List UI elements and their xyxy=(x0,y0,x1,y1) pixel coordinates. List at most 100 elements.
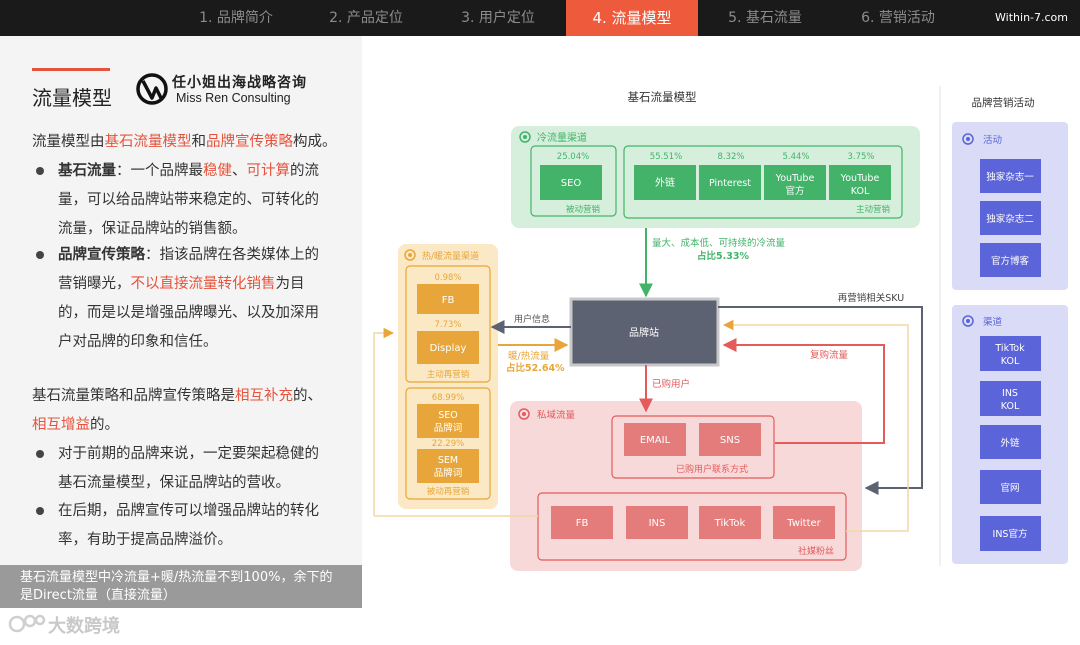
watermark-logo-icon xyxy=(8,614,46,633)
bullet-dot xyxy=(36,450,44,458)
warm-active-group xyxy=(405,265,491,383)
site-link[interactable]: Within-7.com xyxy=(995,11,1068,24)
channel-item xyxy=(980,381,1041,416)
contact-group xyxy=(611,415,775,479)
cold-node-label-2b: 官方 xyxy=(785,185,804,197)
contact-label: 已购用户联系方式 xyxy=(676,463,748,475)
private-radio-icon xyxy=(518,408,530,420)
channel-item-1a: INS xyxy=(1002,388,1018,399)
activity-item-label-2: 官方博客 xyxy=(991,255,1030,267)
seo-pct: 25.04% xyxy=(557,152,589,162)
brand-site-label: 品牌站 xyxy=(629,326,659,339)
channel-item xyxy=(980,516,1041,551)
activity-group-label: 活动 xyxy=(983,134,1002,146)
channel-item-2: 外链 xyxy=(1000,437,1020,449)
channel-item-0b: KOL xyxy=(1001,356,1020,367)
purchased-label: 已购用户 xyxy=(652,378,690,390)
sem-brand-pct: 22.29% xyxy=(432,439,464,449)
cold-pct-0: 55.51% xyxy=(650,152,682,162)
cold-radio-dot-icon xyxy=(523,135,527,139)
warm-passive-label: 被动再营销 xyxy=(427,486,470,497)
cold-pct-3: 3.75% xyxy=(847,152,874,162)
social-fb-node xyxy=(551,506,613,539)
channel-radio-icon xyxy=(962,315,974,327)
activity-item xyxy=(980,201,1041,235)
activity-item-label-1: 独家杂志二 xyxy=(986,213,1034,225)
tab-brand-intro[interactable]: 1. 品牌简介 xyxy=(199,10,273,26)
tab-traffic-model[interactable]: 4. 流量模型 xyxy=(566,0,698,36)
tab-user-positioning[interactable]: 3. 用户定位 xyxy=(461,10,535,26)
activity-item xyxy=(980,243,1041,277)
bullet-base-traffic: 基石流量：一个品牌最稳健、可计算的流 量，可以给品牌站带来稳定的、可转化的 流量… xyxy=(58,163,319,237)
top-nav: 1. 品牌简介 2. 产品定位 3. 用户定位 4. 流量模型 5. 基石流量 … xyxy=(0,0,1080,36)
social-tiktok-node xyxy=(699,506,761,539)
footnote: 基石流量模型中冷流量+暖/热流量不到100%，余下的 是Direct流量（直接流… xyxy=(0,565,362,608)
bullet-early-stage: 对于前期的品牌来说，一定要架起稳健的 基石流量模型，保证品牌站的营收。 xyxy=(58,446,319,491)
seo-brand-pct: 68.99% xyxy=(432,393,464,403)
activity-radio-dot-icon xyxy=(966,137,970,141)
bullet-dot xyxy=(36,251,44,259)
consulting-logo-icon xyxy=(136,73,168,105)
pinterest-node xyxy=(699,165,761,200)
channel-item-0a: TikTok xyxy=(994,343,1025,354)
tab-marketing-activity[interactable]: 6. 营销活动 xyxy=(861,10,935,26)
activity-radio-icon xyxy=(962,133,974,145)
channel-radio-dot-icon xyxy=(966,319,970,323)
cold-radio-icon xyxy=(519,131,531,143)
backlink-node xyxy=(634,165,696,200)
social-twitter-node xyxy=(773,506,835,539)
repurchase-label: 复购流量 xyxy=(810,349,849,361)
warm-radio-icon xyxy=(404,249,416,261)
fb-pct: 0.98% xyxy=(434,273,461,283)
channel-item xyxy=(980,470,1041,504)
cold-node-label-3b: KOL xyxy=(851,186,870,197)
social-label-3: Twitter xyxy=(786,518,821,529)
cold-title: 冷流量渠道 xyxy=(537,131,587,144)
activity-title: 品牌营销活动 xyxy=(972,96,1035,109)
active-group xyxy=(623,145,903,219)
left-panel xyxy=(0,36,362,608)
warm-in-label: 暖/热流量 xyxy=(508,350,550,362)
seo-brand-l2: 品牌词 xyxy=(434,422,463,434)
display-node xyxy=(417,331,479,364)
tab-product-positioning[interactable]: 2. 产品定位 xyxy=(329,10,403,26)
tab-base-traffic[interactable]: 5. 基石流量 xyxy=(728,10,802,26)
sem-brand-l2: 品牌词 xyxy=(434,467,463,479)
cold-pct-1: 8.32% xyxy=(717,152,744,162)
fb-node xyxy=(417,284,479,314)
user-info-label: 用户信息 xyxy=(514,313,550,325)
title-accent-line xyxy=(32,68,110,71)
channel-item xyxy=(980,425,1041,459)
bullet-late-stage: 在后期，品牌宣传可以增强品牌站的转化 率，有助于提高品牌溢价。 xyxy=(58,503,319,548)
social-loop-line xyxy=(722,319,909,532)
display-pct: 7.73% xyxy=(434,320,461,330)
seo-brand-l1: SEO xyxy=(438,410,458,421)
warm-loop-line xyxy=(373,327,395,516)
cold-node-label-2a: YouTube xyxy=(775,173,815,184)
channel-group-label: 渠道 xyxy=(983,316,1003,328)
private-radio-dot-icon xyxy=(522,412,526,416)
repurchase-arrow xyxy=(722,338,885,444)
social-label-1: INS xyxy=(649,518,666,529)
sns-node xyxy=(699,423,761,456)
channel-item-3: 官网 xyxy=(1000,482,1019,494)
email-node xyxy=(624,423,686,456)
social-group xyxy=(537,492,847,561)
display-label: Display xyxy=(430,343,467,354)
bullet-dot xyxy=(36,167,44,175)
fb-label: FB xyxy=(442,295,455,306)
warm-title: 热/暖流量渠道 xyxy=(422,250,479,262)
social-ins-node xyxy=(626,506,688,539)
complement-paragraph: 基石流量策略和品牌宣传策略是相互补充的、 相互增益的。 xyxy=(32,388,322,433)
email-label: EMAIL xyxy=(640,435,671,446)
page-title: 流量模型 xyxy=(32,86,112,110)
passive-label: 被动营销 xyxy=(566,204,601,215)
social-label-0: FB xyxy=(576,518,589,529)
social-label-2: TikTok xyxy=(714,518,746,529)
warm-passive-group xyxy=(405,387,491,500)
bullet-brand-strategy: 品牌宣传策略：指该品牌在各类媒体上的 营销曝光，不以直接流量转化销售为目 的，而… xyxy=(58,247,319,350)
private-title: 私域流量 xyxy=(537,409,576,421)
bullet-dot xyxy=(36,507,44,515)
cold-arrow-label: 量大、成本低、可持续的冷流量 xyxy=(652,237,786,249)
